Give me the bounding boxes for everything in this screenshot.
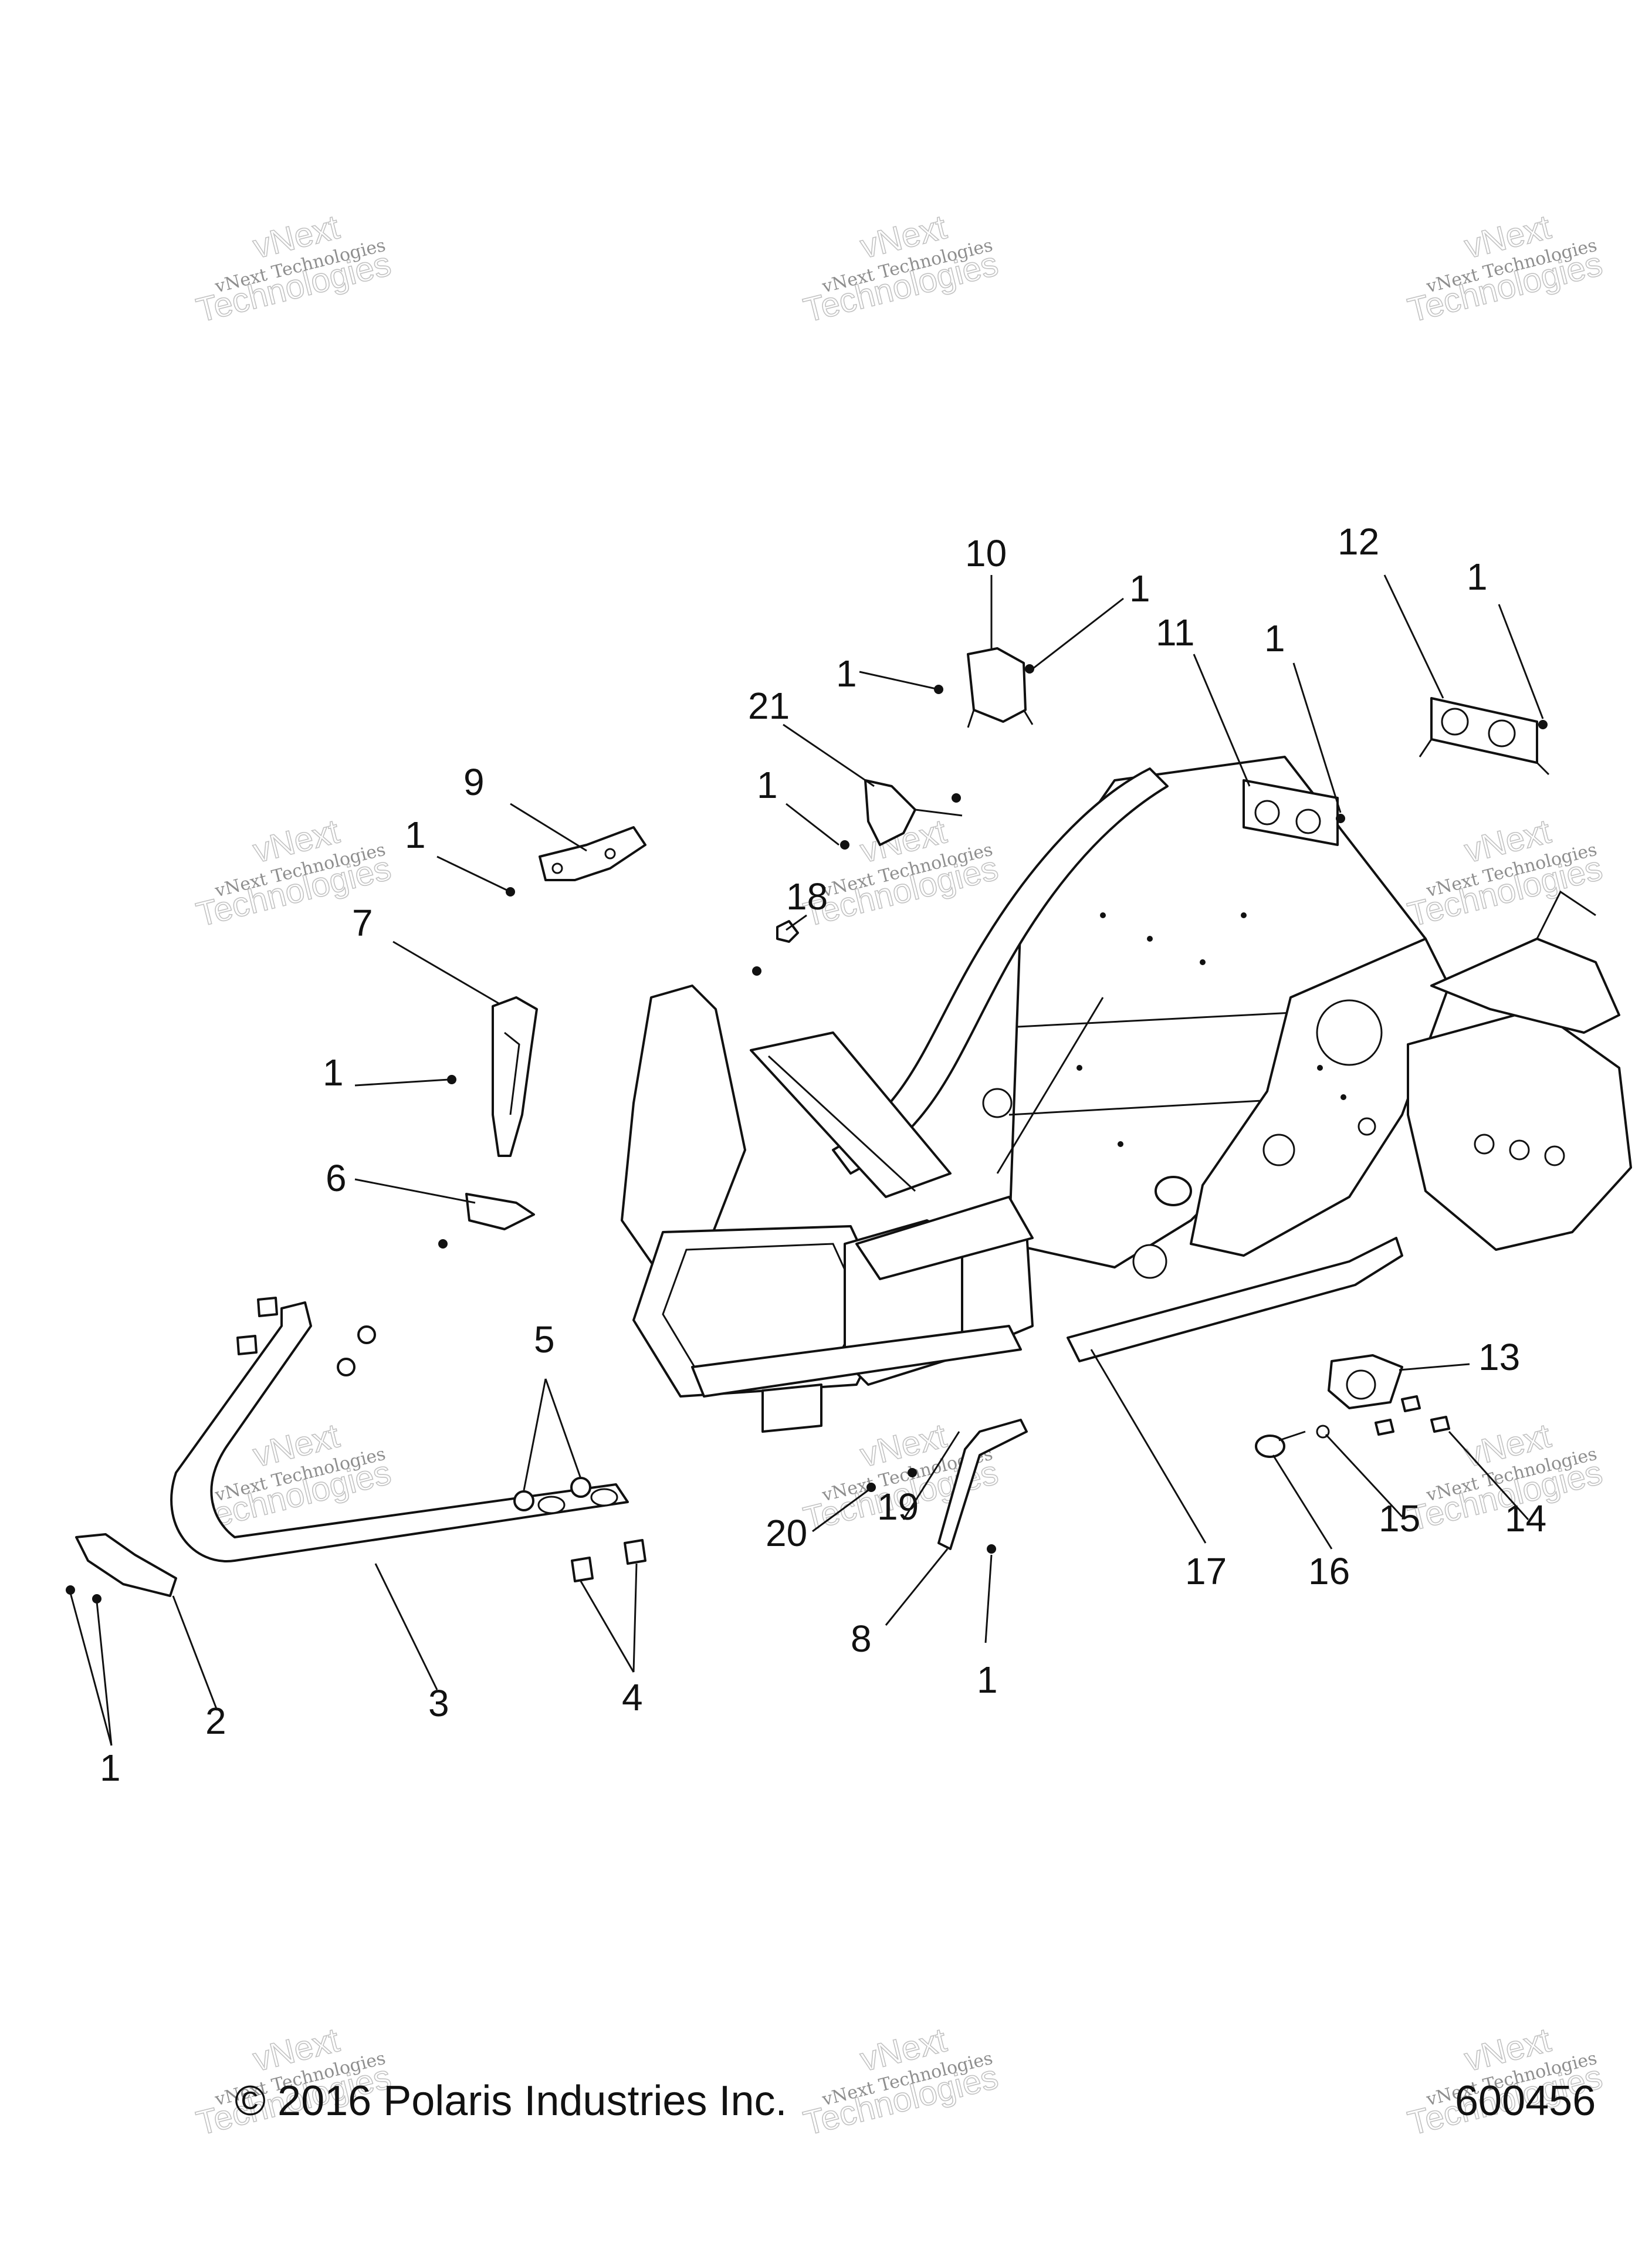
callout-1: 1 [757,764,778,806]
part-14-bolts [1375,1395,1450,1436]
main-chassis-frame [621,756,1632,1433]
callout-18: 18 [786,875,828,918]
part-9-bracket [539,826,646,881]
part-11-bracket [1243,779,1339,846]
part-5-nuts [513,1477,591,1511]
part-8-strap [937,1419,1028,1550]
part-21-bracket [864,779,963,846]
callout-11: 11 [1156,611,1194,654]
callout-1: 1 [1264,617,1285,659]
callout-15: 15 [1379,1497,1420,1540]
callout-1: 1 [100,1747,121,1789]
callout-5: 5 [534,1318,555,1361]
part-4-bolts [571,1539,646,1582]
watermark: vNext vNext Technologies Technologies [1404,208,1607,330]
part-2-plate [75,1533,177,1597]
callout-1: 1 [977,1659,998,1701]
watermark: vNext vNext Technologies Technologies [800,2021,1003,2143]
part-10-bracket [967,647,1034,728]
callout-21: 21 [748,685,790,727]
callout-14: 14 [1505,1497,1546,1540]
callout-13: 13 [1478,1336,1520,1378]
callout-1: 1 [1467,556,1488,598]
callout-16: 16 [1308,1550,1350,1592]
part-7-panel [492,996,538,1157]
callout-8: 8 [851,1618,872,1660]
bumper-bolts [236,1297,376,1376]
copyright-notice: © 2016 Polaris Industries Inc. [235,2078,787,2125]
callout-20: 20 [766,1512,807,1554]
callout-1: 1 [836,652,857,695]
callout-1: 1 [405,814,426,856]
part-13-mount [1328,1354,1403,1409]
part-12-bracket [1419,697,1550,776]
callout-1: 1 [323,1051,344,1094]
diagram-number: 600456 [1455,2078,1596,2125]
callout-7: 7 [352,902,373,944]
callout-3: 3 [428,1682,449,1724]
callout-12: 12 [1338,520,1379,563]
callout-1: 1 [1129,567,1150,610]
callout-19: 19 [877,1486,919,1528]
callout-6: 6 [326,1157,347,1199]
callout-10: 10 [965,532,1007,574]
part-16-bolt [1255,1430,1306,1458]
callout-17: 17 [1185,1550,1227,1592]
callout-4: 4 [622,1676,643,1718]
callout-2: 2 [205,1700,226,1742]
leader-lines [69,574,1544,1746]
watermark: vNext vNext Technologies Technologies [192,208,395,330]
screws-1 [66,664,1548,1604]
watermark: vNext vNext Technologies Technologies [1404,812,1607,935]
watermark: vNext vNext Technologies Technologies [800,208,1003,330]
watermark: vNext vNext Technologies Technologies [1404,1416,1607,1539]
callout-labels: 10 1 12 1 11 1 1 21 9 1 1 18 7 1 6 5 13 … [100,520,1546,1789]
part-3-bumper [170,1301,629,1562]
callout-9: 9 [463,761,485,803]
part-6-bracket [465,1193,535,1230]
